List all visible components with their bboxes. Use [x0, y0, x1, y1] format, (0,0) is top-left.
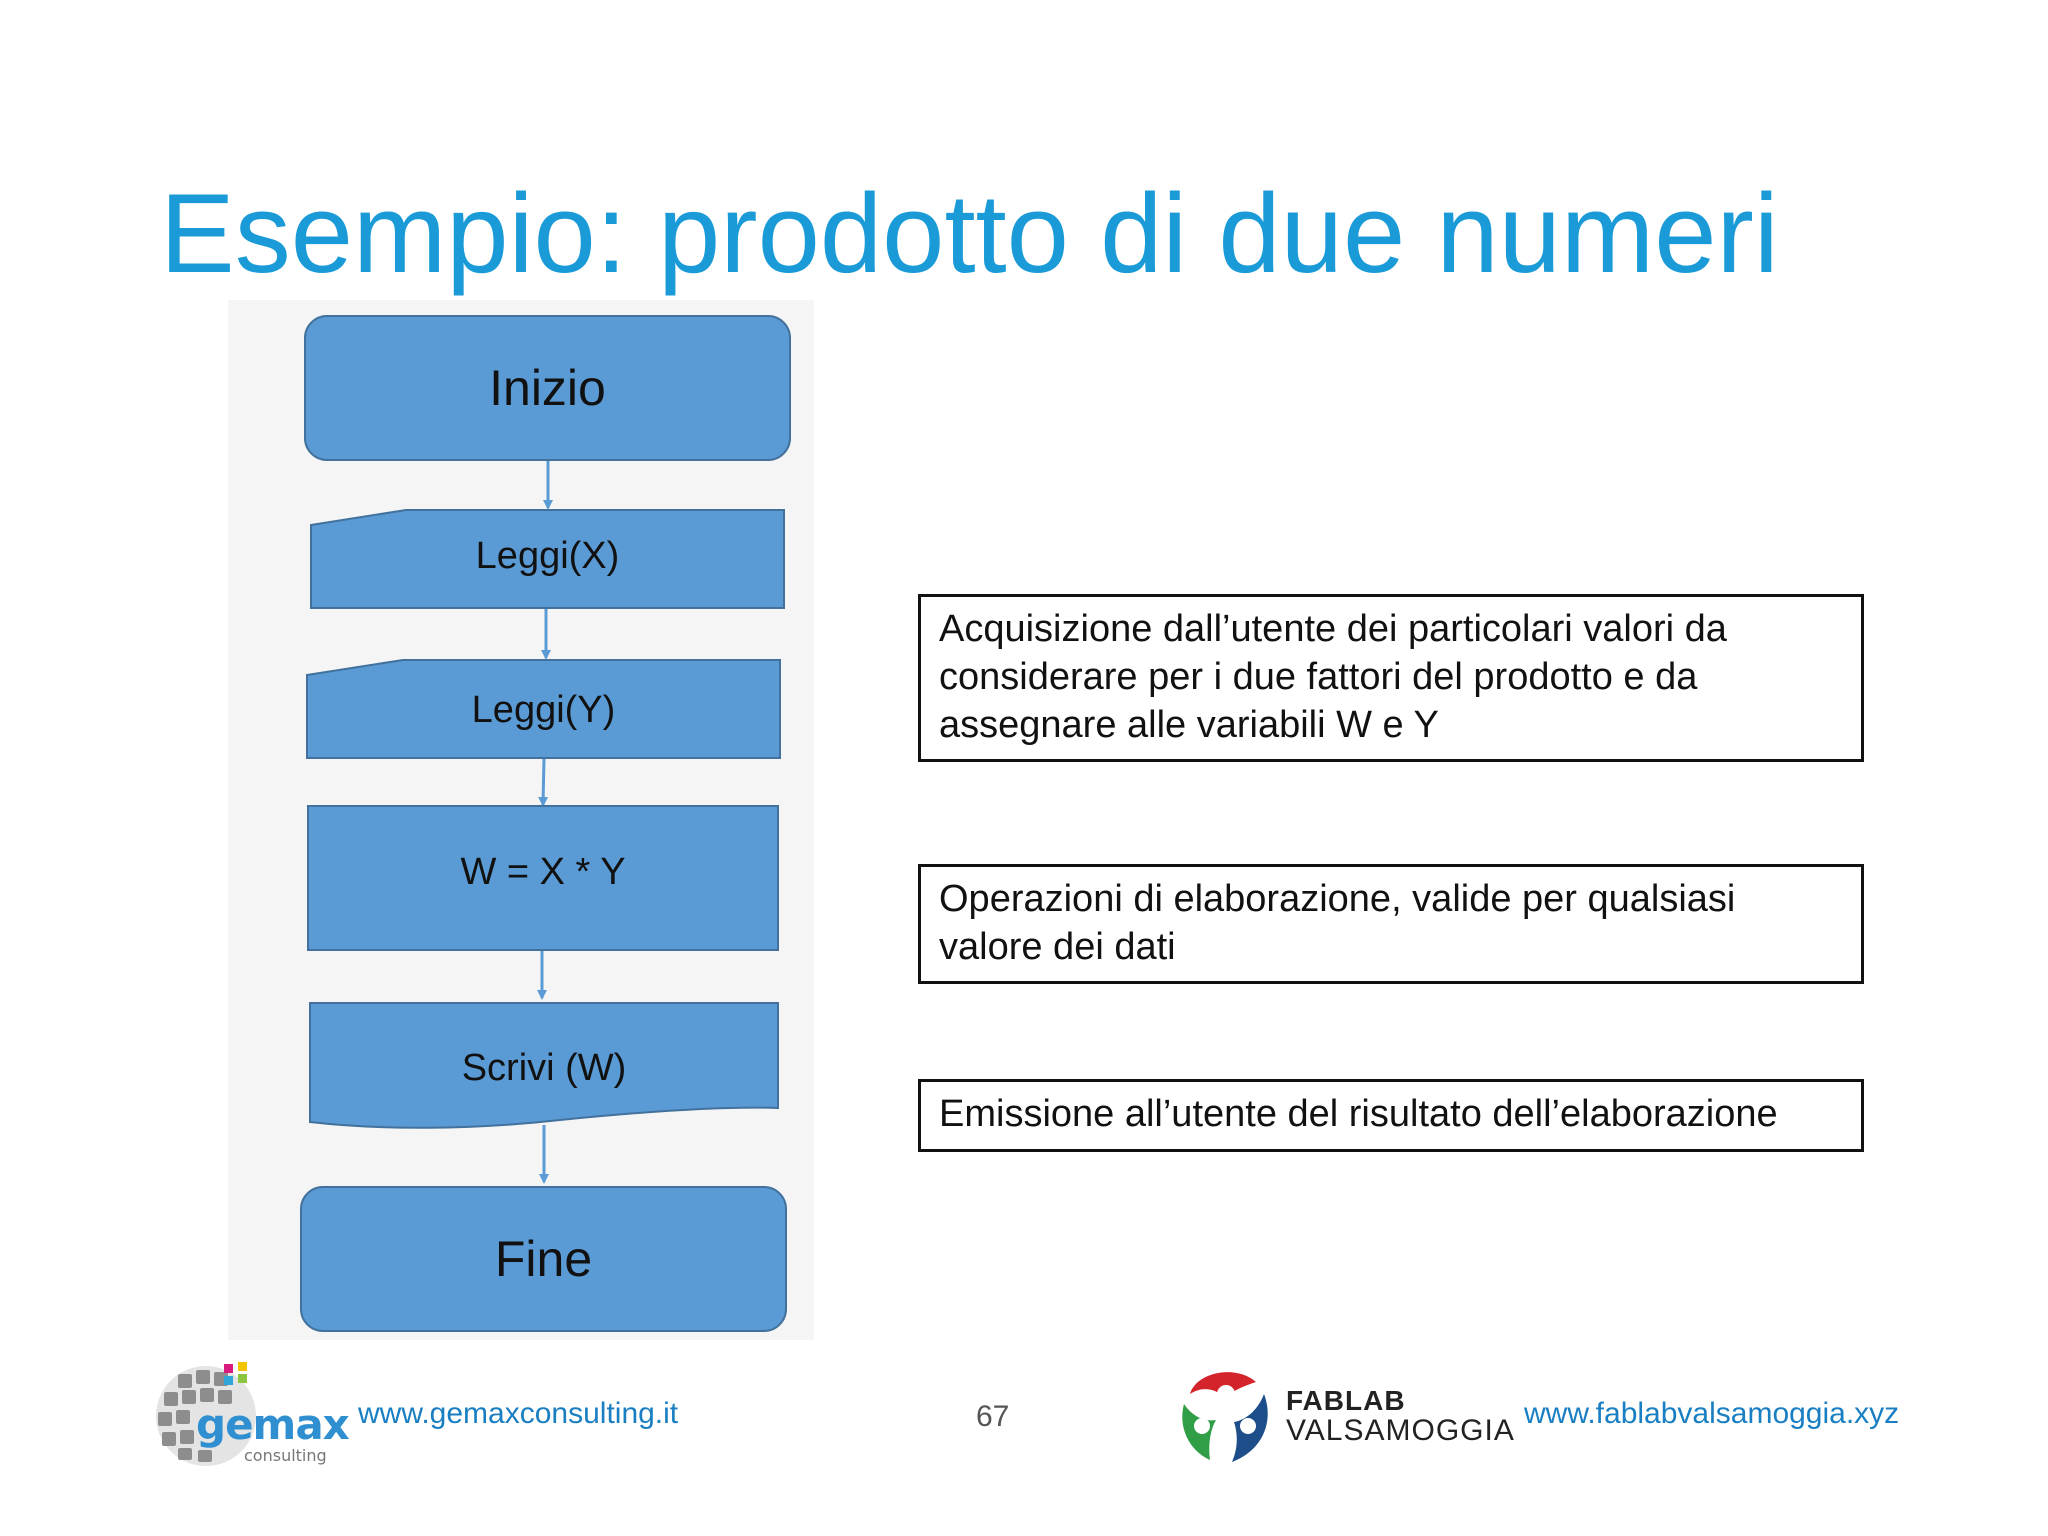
slide-title: Esempio: prodotto di due numeri [160, 171, 1779, 296]
gemax-logo-mark [156, 1362, 256, 1466]
fablab-logo-text: FABLAB VALSAMOGGIA [1286, 1386, 1515, 1447]
start-node-shape [304, 315, 791, 461]
compute-node-label: W = X * Y [460, 850, 626, 893]
read-y-node-label: Leggi(Y) [471, 688, 616, 731]
read-x-node-label: Leggi(X) [475, 534, 620, 577]
fablab-website-link[interactable]: www.fablabvalsamoggia.xyz [1524, 1397, 1900, 1430]
gemax-website-link[interactable]: www.gemaxconsulting.it [358, 1397, 679, 1430]
fablab-logo-line2: VALSAMOGGIA [1286, 1414, 1515, 1448]
gemax-logo-word: gemax [196, 1400, 350, 1449]
fablab-logo-mark [1182, 1372, 1268, 1462]
connector-leggi-y-calc [538, 757, 549, 807]
note-output: Emissione all’utente del risultato dell’… [918, 1079, 1864, 1152]
end-node-label: Fine [494, 1231, 593, 1287]
read-y-node-shape [306, 659, 781, 759]
write-w-node-label: Scrivi (W) [461, 1046, 627, 1089]
start-node-label: Inizio [489, 360, 606, 416]
write-w-node-shape [309, 1002, 779, 1129]
note-input: Acquisizione dall’utente dei particolari… [918, 594, 1864, 762]
page-number: 67 [976, 1400, 1010, 1433]
gemax-logo-tagline: consulting [244, 1446, 327, 1465]
compute-node-shape [307, 805, 779, 951]
end-node-shape [300, 1186, 787, 1332]
fablab-logo-line1: FABLAB [1286, 1385, 1406, 1416]
note-processing: Operazioni di elaborazione, valide per q… [918, 864, 1864, 984]
read-x-node-shape [310, 509, 785, 609]
gemax-logo: gemax consulting [148, 1360, 350, 1470]
